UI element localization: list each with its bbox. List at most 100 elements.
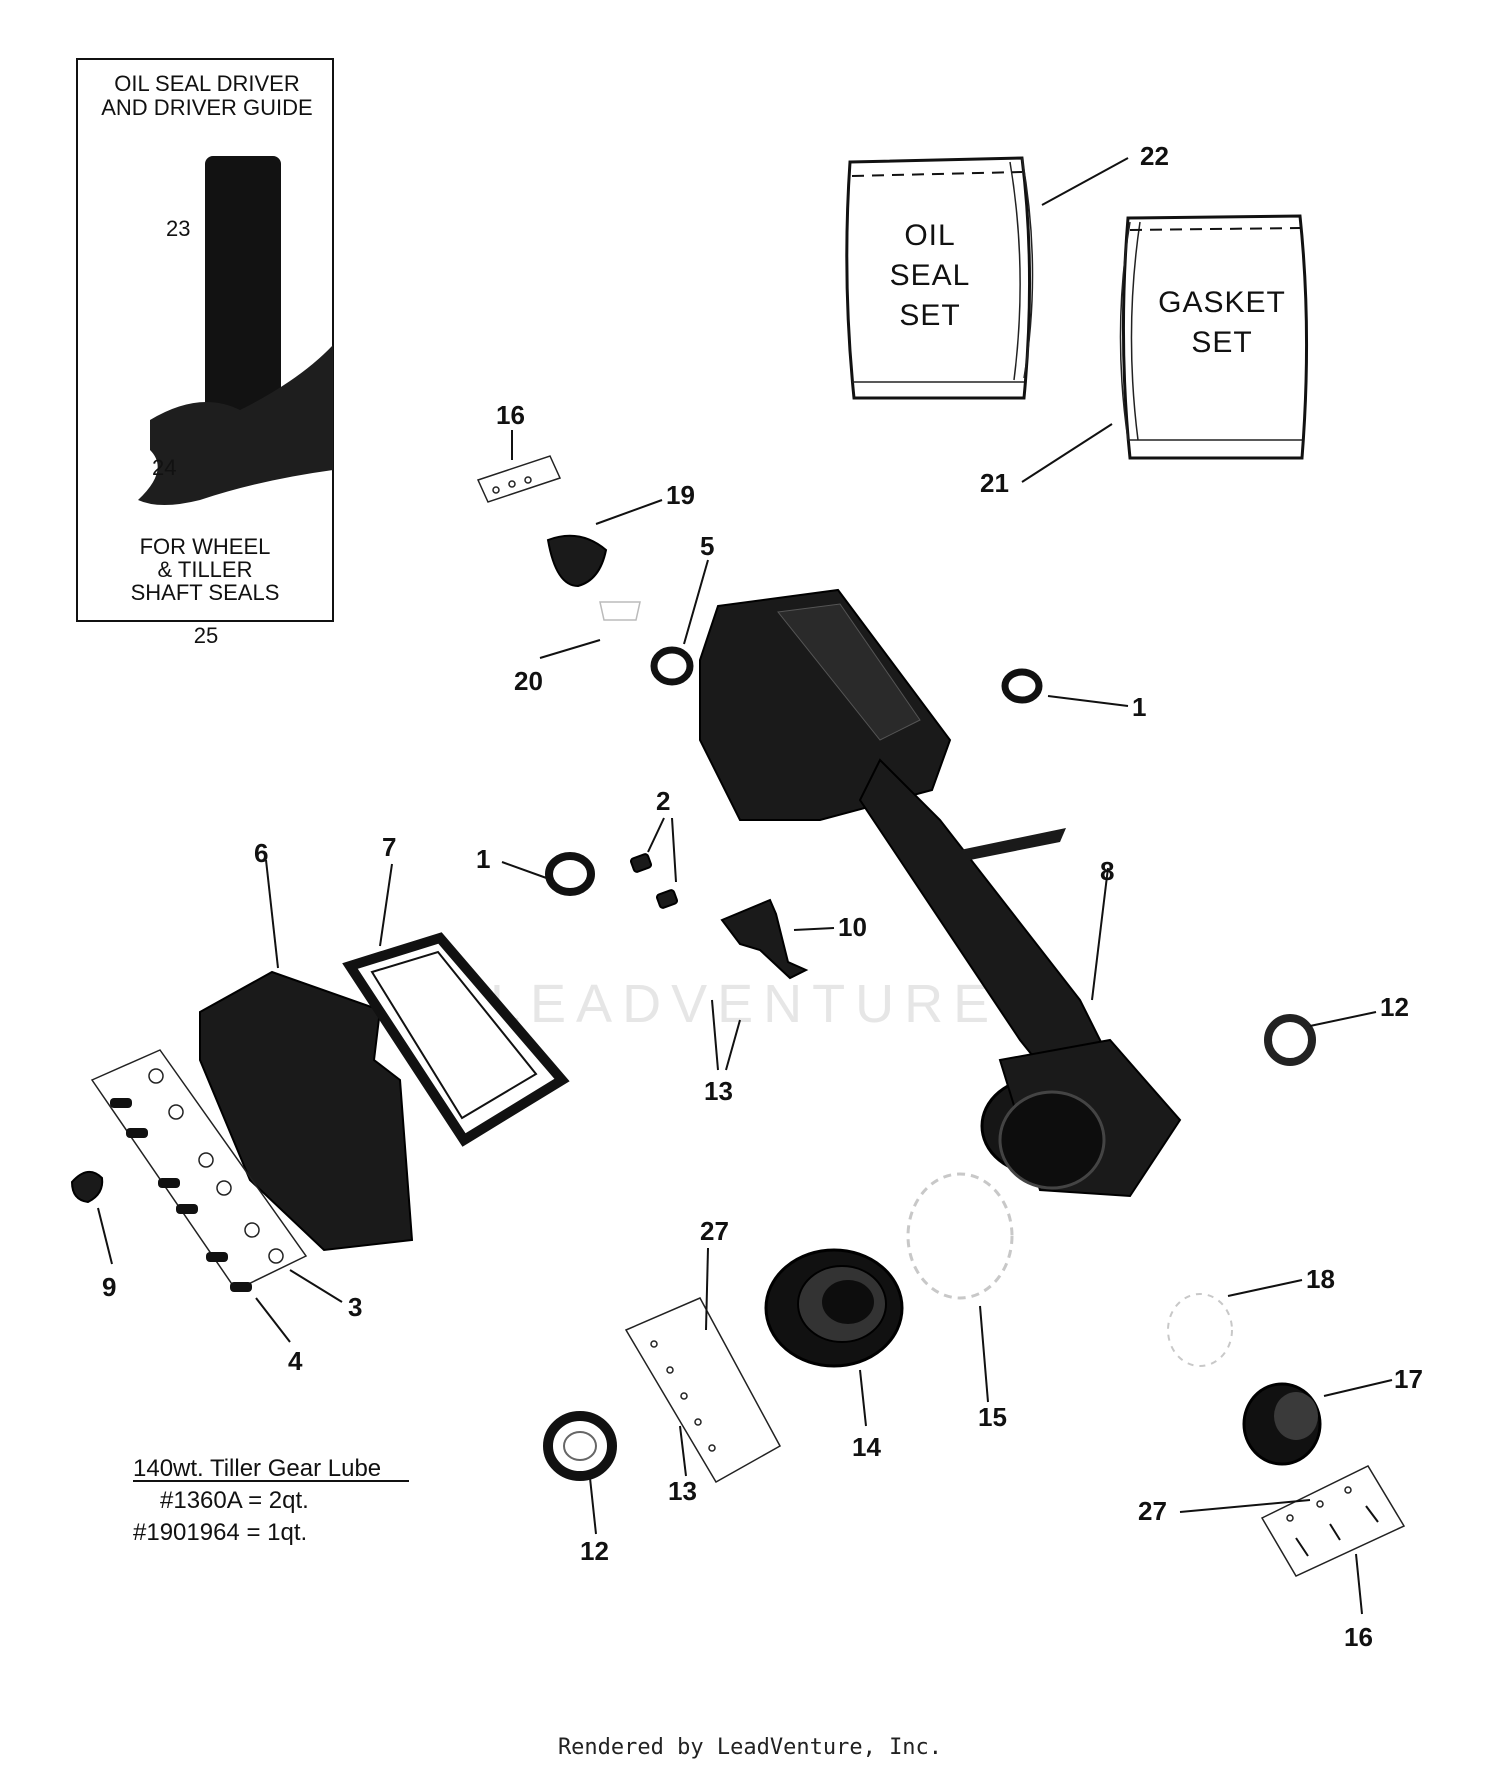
callout-5: 5 xyxy=(700,531,714,561)
oil-seal-set-bag: OIL SEAL SET xyxy=(845,156,1034,400)
tool-box-caption-line2: & TILLER xyxy=(158,557,253,582)
callout-21: 21 xyxy=(980,468,1009,498)
leader-1-left xyxy=(501,861,553,881)
part-2-set-screw-b xyxy=(655,889,679,909)
leader-22 xyxy=(1041,157,1129,206)
driver-guide-shape xyxy=(138,345,333,505)
label-part-25: 25 xyxy=(194,623,218,648)
part-7-gasket xyxy=(342,932,570,1147)
part-19-breather-cap xyxy=(546,534,608,588)
part-14-bearing xyxy=(764,1248,904,1368)
part-10-bracket xyxy=(720,898,809,980)
hardware-card-16-27 xyxy=(1260,1465,1406,1577)
callout-1-left: 1 xyxy=(476,844,490,874)
leader-17 xyxy=(1323,1379,1393,1397)
leader-10 xyxy=(793,927,835,931)
callout-13-mid: 13 xyxy=(704,1076,733,1106)
callout-6: 6 xyxy=(254,838,268,868)
leader-27-left xyxy=(705,1247,709,1331)
tool-box-caption-line3: SHAFT SEALS xyxy=(131,580,280,605)
hardware-card-3-4 xyxy=(90,1049,308,1292)
callout-27-left: 27 xyxy=(700,1216,729,1246)
part-15-ring xyxy=(906,1172,1014,1300)
callout-7: 7 xyxy=(382,832,396,862)
gasket-bag-line2: SET xyxy=(1191,326,1252,359)
part-18-washer xyxy=(1167,1293,1233,1367)
leader-21 xyxy=(1021,423,1113,483)
part-12-seal-bottom xyxy=(543,1411,617,1481)
callout-2: 2 xyxy=(656,786,670,816)
leader-3 xyxy=(289,1269,343,1303)
leader-13-bottom xyxy=(679,1425,687,1477)
leader-19 xyxy=(595,499,663,525)
tiller-gear-lube-note: 140wt. Tiller Gear Lube #1360A = 2qt. #1… xyxy=(133,1455,409,1546)
callout-12-right: 12 xyxy=(1380,992,1409,1022)
leader-1-right xyxy=(1047,695,1129,707)
part-1-seal-left xyxy=(545,852,595,896)
part-9-plug xyxy=(70,1171,104,1204)
lube-note-line1: #1360A = 2qt. xyxy=(160,1487,309,1514)
callout-22: 22 xyxy=(1140,141,1169,171)
gasket-set-bag: GASKET SET xyxy=(1119,214,1309,460)
leader-13-mid-b xyxy=(725,1019,741,1071)
part-8-gear-housing xyxy=(699,588,1182,1198)
leader-4 xyxy=(255,1297,291,1343)
callout-17: 17 xyxy=(1394,1364,1423,1394)
oil-seal-bag-line3: SET xyxy=(899,299,960,332)
callout-9: 9 xyxy=(102,1272,116,1302)
callout-20: 20 xyxy=(514,666,543,696)
callout-27-right: 27 xyxy=(1138,1496,1167,1526)
leader-6 xyxy=(265,859,279,969)
oil-seal-driver-box: OIL SEAL DRIVER AND DRIVER GUIDE 23 24 F… xyxy=(76,58,334,622)
watermark-text: LEADVENTURE xyxy=(490,974,999,1034)
lube-note-line2: #1901964 = 1qt. xyxy=(133,1519,307,1546)
callout-19: 19 xyxy=(666,480,695,510)
label-driver-23: 23 xyxy=(166,216,190,241)
callout-10: 10 xyxy=(838,912,867,942)
callout-1-right: 1 xyxy=(1132,692,1146,722)
callout-16-bottom: 16 xyxy=(1344,1622,1373,1652)
callout-4: 4 xyxy=(288,1346,303,1376)
callout-18: 18 xyxy=(1306,1264,1335,1294)
part-5-seal xyxy=(650,646,694,686)
leader-7 xyxy=(379,863,393,947)
hardware-card-13-27 xyxy=(624,1297,782,1484)
part-12-seal-right xyxy=(1264,1014,1316,1066)
leader-12-right xyxy=(1309,1011,1377,1027)
tool-box-title-line2: AND DRIVER GUIDE xyxy=(101,95,312,120)
leader-20 xyxy=(539,639,601,659)
tool-box-title-line1: OIL SEAL DRIVER xyxy=(114,71,299,96)
callout-12-bottom: 12 xyxy=(580,1536,609,1566)
leader-5 xyxy=(683,559,709,645)
leader-15 xyxy=(979,1305,989,1403)
oil-seal-bag-line2: SEAL xyxy=(890,259,971,292)
callout-13-bottom: 13 xyxy=(668,1476,697,1506)
leader-9 xyxy=(97,1207,113,1265)
callout-3: 3 xyxy=(348,1292,362,1322)
leader-12-bottom xyxy=(589,1477,597,1535)
hardware-card-16-top xyxy=(476,455,562,503)
leader-16-bottom xyxy=(1355,1553,1363,1615)
callout-14: 14 xyxy=(852,1432,881,1462)
callout-15: 15 xyxy=(978,1402,1007,1432)
gasket-bag-line1: GASKET xyxy=(1158,286,1286,319)
part-20-fitting xyxy=(599,601,641,621)
label-guide-24: 24 xyxy=(152,455,176,480)
part-2-set-screw-a xyxy=(629,853,653,873)
tool-box-caption-line1: FOR WHEEL xyxy=(140,534,271,559)
leader-18 xyxy=(1227,1279,1303,1297)
part-17-hub xyxy=(1242,1382,1322,1466)
lube-note-title: 140wt. Tiller Gear Lube xyxy=(133,1455,381,1482)
footer-credit: Rendered by LeadVenture, Inc. xyxy=(558,1735,942,1760)
leader-2b xyxy=(671,817,677,883)
callout-16-top: 16 xyxy=(496,400,525,430)
leader-8 xyxy=(1091,867,1109,1001)
leader-27-right xyxy=(1179,1499,1311,1513)
part-1-seal-right xyxy=(1001,668,1043,704)
seal-driver-cylinder xyxy=(205,156,281,428)
oil-seal-bag-line1: OIL xyxy=(904,219,955,252)
leader-13-mid-a xyxy=(711,999,719,1071)
leader-14 xyxy=(859,1369,867,1427)
leader-2a xyxy=(647,817,665,853)
